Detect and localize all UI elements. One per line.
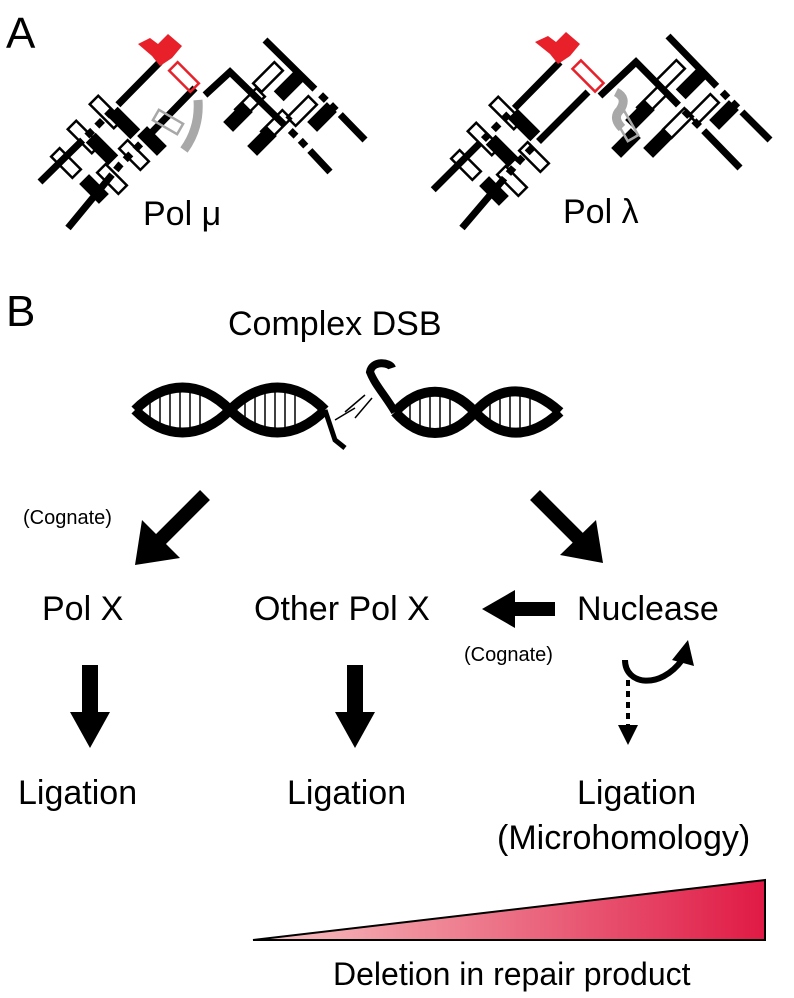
cognate-label-middle: (Cognate): [464, 644, 553, 666]
pol-lambda-complex: [425, 32, 773, 231]
arrow-other-pol-x-to-ligation: [335, 665, 375, 748]
right-dna-arm: [597, 33, 773, 171]
ligation-left-label: Ligation: [18, 774, 138, 812]
primer-nucleotide-red-box: [167, 60, 201, 94]
deletion-gradient-wedge: [252, 878, 766, 941]
arrow-to-nuclease: [530, 490, 603, 563]
ligation-right-label: Ligation: [577, 774, 697, 812]
left-dna-arm: [37, 59, 198, 231]
right-dna-arm: [202, 37, 368, 175]
dna-double-helix-left: [131, 382, 356, 450]
panel-b-label: B: [6, 287, 36, 336]
template-strand-gray: [151, 99, 203, 153]
complex-dsb-title: Complex DSB: [228, 305, 442, 343]
other-pol-x-label: Other Pol X: [254, 590, 430, 628]
arrow-to-pol-x: [135, 490, 210, 565]
left-dna-arm: [425, 59, 591, 231]
incoming-nucleotide-red: [535, 32, 580, 64]
ligation-middle-label: Ligation: [287, 774, 407, 812]
primer-nucleotide-red-box: [570, 58, 606, 94]
panel-a-label: A: [6, 9, 36, 58]
nuclease-cycle-arrow: [622, 640, 694, 684]
arrow-nuclease-to-other-pol-x: [482, 590, 555, 628]
microhomology-label: (Microhomology): [497, 819, 751, 857]
deletion-caption: Deletion in repair product: [333, 956, 691, 992]
template-strand-gray: [612, 87, 640, 143]
pol-mu-complex: [37, 34, 368, 231]
pol-mu-caption: Pol μ: [143, 195, 222, 233]
nuclease-label: Nuclease: [577, 590, 719, 628]
pol-lambda-caption: Pol λ: [563, 193, 639, 231]
dashed-arrow-to-microhomology-ligation: [618, 680, 638, 745]
cognate-label-left: (Cognate): [23, 507, 112, 529]
incoming-nucleotide-red: [138, 34, 182, 66]
arrow-pol-x-to-ligation: [70, 665, 110, 748]
dna-double-helix-right: [344, 359, 564, 438]
pol-x-label: Pol X: [42, 590, 124, 628]
